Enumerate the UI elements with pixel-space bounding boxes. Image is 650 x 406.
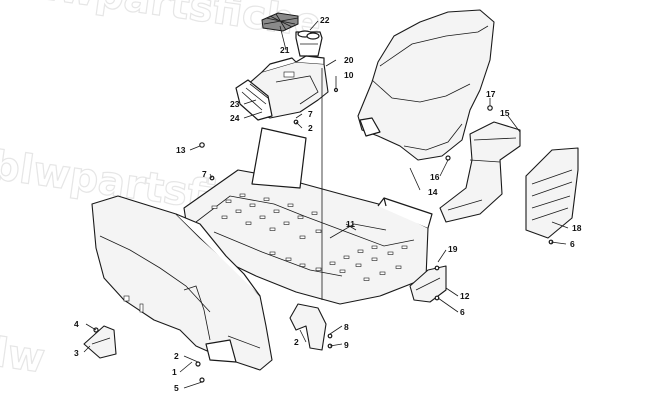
callouts: 22 21 20 10 23 24 7 2 13 7 17 15 16 14 1… [74,15,582,393]
part-front-console[interactable] [235,55,329,121]
callout-21[interactable]: 21 [280,45,290,55]
callout-8[interactable]: 8 [344,322,349,332]
leader-lines [83,20,569,389]
callout-7-floor[interactable]: 7 [202,169,207,179]
callout-11[interactable]: 11 [346,219,355,229]
callout-15[interactable]: 15 [500,108,510,118]
callout-1[interactable]: 1 [172,367,177,377]
floor-pan-holes [211,193,408,281]
callout-18[interactable]: 18 [572,223,582,233]
part-mesh-grille[interactable] [261,12,299,32]
part-vent-panel[interactable] [525,147,579,239]
callout-7-top[interactable]: 7 [308,109,313,119]
callout-12[interactable]: 12 [460,291,470,301]
part-small-bracket[interactable] [83,325,117,359]
part-cup-holder[interactable] [295,30,323,57]
callout-16[interactable]: 16 [430,172,440,182]
part-floor-pan[interactable] [183,127,433,305]
part-side-fender[interactable] [91,195,273,371]
callout-2-top[interactable]: 2 [308,123,313,133]
callout-23[interactable]: 23 [230,99,240,109]
callout-10[interactable]: 10 [344,70,354,80]
callout-6-bracket[interactable]: 6 [460,307,465,317]
callout-19[interactable]: 19 [448,244,458,254]
callout-24[interactable]: 24 [230,113,240,123]
callout-3[interactable]: 3 [74,348,79,358]
callout-17[interactable]: 17 [486,89,496,99]
watermark-text-bottom: blw [0,326,48,383]
callout-6-vent[interactable]: 6 [570,239,575,249]
part-rear-shroud[interactable] [357,9,495,161]
callout-14[interactable]: 14 [428,187,438,197]
callout-9[interactable]: 9 [344,340,349,350]
callout-13[interactable]: 13 [176,145,186,155]
callout-2-fender[interactable]: 2 [174,351,179,361]
part-floor-bracket[interactable] [409,265,447,303]
callout-2-bracket[interactable]: 2 [294,337,299,347]
part-bracket-8[interactable] [289,303,327,351]
callout-4[interactable]: 4 [74,319,79,329]
callout-22[interactable]: 22 [320,15,330,25]
part-side-panel-15[interactable] [439,121,521,223]
callout-20[interactable]: 20 [344,55,354,65]
callout-5[interactable]: 5 [174,383,179,393]
